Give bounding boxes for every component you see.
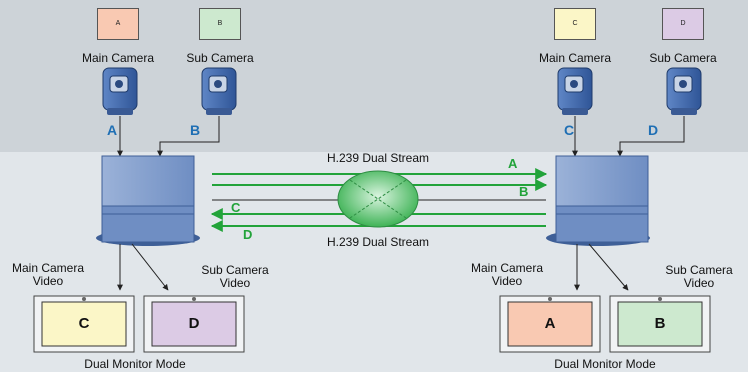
stream-arrow-b: B [519, 184, 529, 199]
camera-c-icon [557, 67, 593, 115]
left-monitor-1-letter: C [78, 315, 90, 332]
link-letter-a: A [107, 122, 118, 138]
stream-label-top: H.239 Dual Stream [326, 151, 430, 165]
right-monitor-2-letter: B [654, 315, 666, 332]
link-letter-c: C [564, 122, 575, 138]
network-cloud-icon [337, 170, 419, 228]
right-codec-icon [546, 155, 650, 246]
swatch-b: B [199, 8, 241, 40]
sub-camera-label-right: Sub Camera [649, 51, 717, 65]
camera-a-icon [102, 67, 138, 115]
camera-b-icon [201, 67, 237, 115]
left-monitor-2-letter: D [188, 315, 200, 332]
main-camera-label-left: Main Camera [81, 51, 155, 65]
swatch-d: D [662, 8, 704, 40]
main-camera-label-right: Main Camera [538, 51, 612, 65]
stream-label-bottom: H.239 Dual Stream [326, 235, 430, 249]
left-sub-video-label: Sub Camera Video [201, 263, 269, 290]
right-monitor-1-letter: A [544, 315, 556, 332]
stream-arrow-d: D [243, 227, 253, 242]
left-main-video-label: Main Camera Video [11, 261, 85, 288]
right-main-video-label: Main Camera Video [470, 261, 544, 288]
left-mode-label: Dual Monitor Mode [84, 357, 186, 371]
stream-arrow-c: C [231, 200, 241, 215]
monitor-links [117, 243, 629, 291]
link-letter-d: D [648, 122, 659, 138]
link-letter-b: B [190, 122, 201, 138]
left-codec-icon [96, 155, 200, 246]
right-sub-video-label: Sub Camera Video [665, 263, 733, 290]
swatch-c: C [554, 8, 596, 40]
left-monitor-1-icon [33, 295, 135, 353]
right-monitor-1-icon [499, 295, 601, 353]
swatch-a: A [97, 8, 139, 40]
right-monitor-2-icon [609, 295, 711, 353]
camera-d-icon [666, 67, 702, 115]
camera-links [117, 116, 685, 157]
stream-arrow-a: A [508, 156, 518, 171]
right-mode-label: Dual Monitor Mode [554, 357, 656, 371]
sub-camera-label-left: Sub Camera [186, 51, 254, 65]
left-monitor-2-icon [143, 295, 245, 353]
